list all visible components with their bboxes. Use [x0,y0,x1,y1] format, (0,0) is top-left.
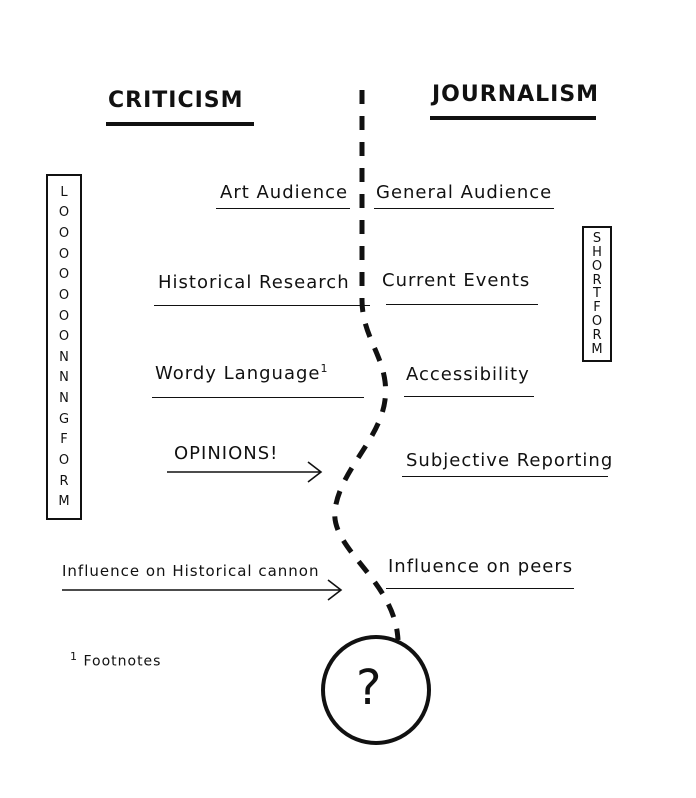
footnote-marker: 1 [320,362,329,375]
question-mark: ? [356,660,383,716]
vertical-letter: H [592,245,602,261]
vertical-letter: O [591,258,603,274]
underline [402,476,608,477]
row-influence-peers: Influence on peers [388,556,574,577]
row-subjective-reporting: Subjective Reporting [406,450,614,471]
underline [404,396,534,397]
vertical-letter: O [58,267,70,283]
vertical-letter: O [58,287,70,303]
wordy-language-text: Wordy Language [155,363,321,384]
footnote-text: Footnotes [83,653,162,670]
row-wordy-language: Wordy Language1 [155,362,328,384]
vertical-letter: R [59,473,69,489]
vertical-letter: N [59,370,69,386]
vertical-letter: O [58,452,70,468]
vertical-letter: O [591,313,603,329]
row-accessibility: Accessibility [406,364,530,385]
row-current-events: Current Events [382,270,531,291]
arrow-opinions [167,461,323,483]
arrow-influence [62,579,343,601]
vertical-letter: M [591,341,603,357]
footnote: 1 Footnotes [70,650,161,670]
vertical-letter: O [58,205,70,221]
vertical-letter: M [58,494,70,510]
row-general-audience: General Audience [376,182,553,203]
vertical-letter: O [58,226,70,242]
header-journalism: JOURNALISM [432,82,600,107]
header-underline [106,122,254,126]
vertical-letter: F [60,432,68,448]
row-historical-research: Historical Research [158,272,350,293]
underline [386,304,538,305]
question-circle [321,635,431,745]
underline [386,588,574,589]
underline [152,397,364,398]
vertical-letter: N [59,391,69,407]
vertical-letter: R [592,327,602,343]
vertical-letter: G [58,411,70,427]
vertical-letter: O [58,308,70,324]
vertical-letter: L [60,184,68,200]
header-underline [430,116,596,120]
footnote-mark: 1 [70,650,78,663]
underline [154,305,370,306]
underline [216,208,350,209]
underline [374,208,554,209]
vertical-letter: F [593,300,601,316]
vertical-letter: T [593,286,601,302]
vertical-letter: N [59,349,69,365]
row-influence-historical: Influence on Historical cannon [62,562,320,580]
vertical-letter: O [58,329,70,345]
vertical-letter: R [592,272,602,288]
vertical-letter: S [592,231,602,247]
row-opinions: OPINIONS! [174,443,279,464]
row-art-audience: Art Audience [220,182,349,203]
header-criticism: CRITICISM [108,88,244,113]
vertical-letter: O [58,246,70,262]
divider-dashed-line [332,90,401,641]
